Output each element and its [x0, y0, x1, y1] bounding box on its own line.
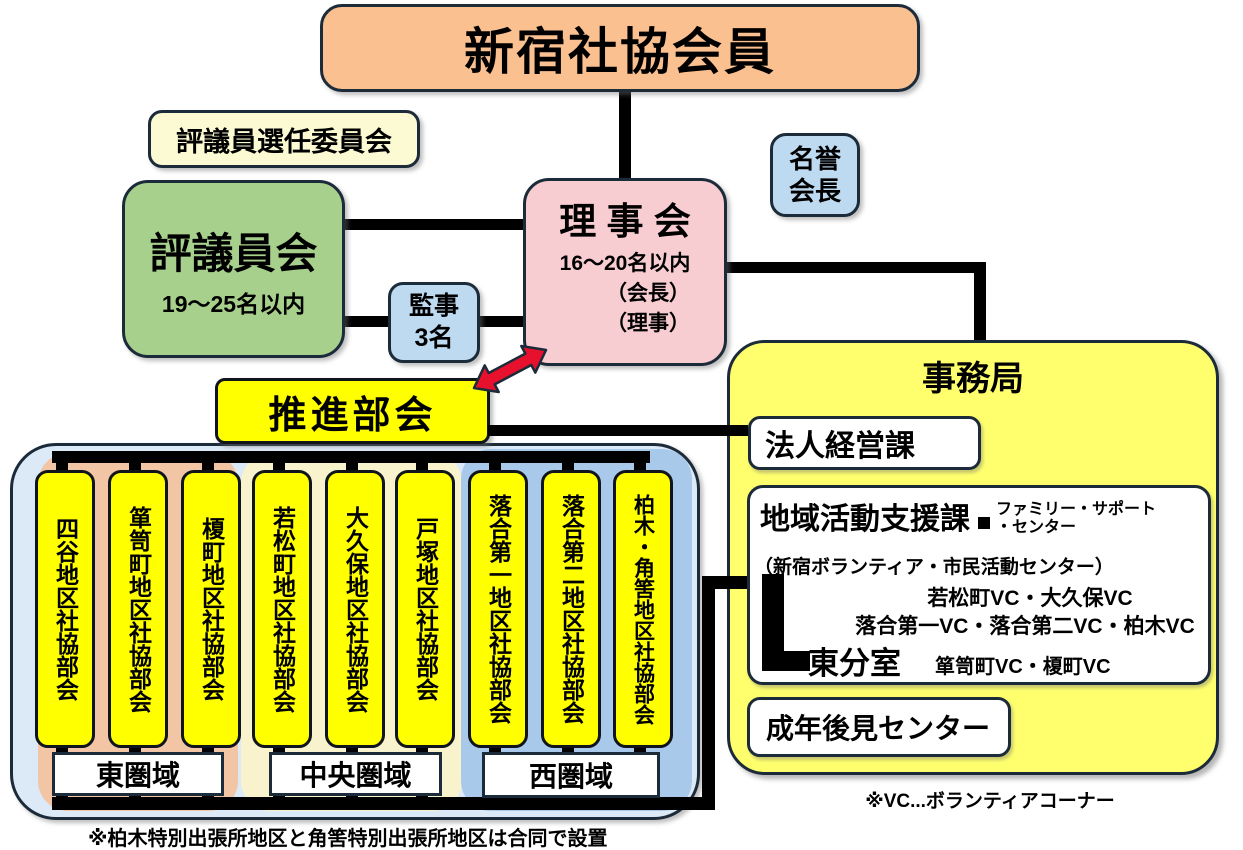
branch-connector-vertical: [762, 574, 784, 671]
district-box-totsuka: 戸塚地区社協部会: [395, 470, 455, 748]
corporate-dept-label: 法人経営課: [765, 430, 915, 463]
vc-note: ※VC...ボランティアコーナー: [865, 791, 1115, 812]
connector-promotion-corporate: [488, 425, 748, 436]
secretariat-box: 事務局 法人経営課 地域活動支援課 ファミリー・サポート ・センター （新宿ボラ…: [727, 340, 1219, 775]
family-support-line2: ・センター: [996, 519, 1077, 536]
stub-top-9: [634, 455, 646, 473]
zone-label-west-text: 西圏域: [528, 761, 613, 792]
zone-label-central-text: 中央圏域: [299, 760, 412, 791]
vc-row-1: 若松町VC・大久保VC: [927, 587, 1133, 610]
secretariat-title: 事務局: [922, 360, 1024, 398]
stub-top-4: [273, 455, 285, 473]
east-branch-label: 東分室: [808, 646, 901, 681]
promotion-box: 推進部会: [215, 378, 490, 444]
district-box-kashiwagi-tsunohazu-label: 柏木・角筈地区社協部会: [631, 493, 655, 725]
stub-top-6: [416, 455, 428, 473]
district-box-enokicho: 榎町地区社協部会: [181, 470, 241, 748]
district-box-okubo: 大久保地区社協部会: [325, 470, 385, 748]
district-bottom-bus: [52, 797, 715, 810]
district-box-tansumachi-label: 箪笥町地区社協部会: [125, 505, 152, 713]
vc-row-2: 落合第一VC・落合第二VC・柏木VC: [855, 615, 1195, 638]
connector-district-community-h: [702, 576, 747, 589]
auditor-line2: 3名: [414, 323, 454, 352]
zone-label-west: 西圏域: [482, 752, 660, 798]
connector-district-community-v: [702, 576, 715, 810]
district-box-okubo-label: 大久保地区社協部会: [342, 505, 369, 713]
stub-top-2: [129, 455, 141, 473]
community-dept-box: 地域活動支援課 ファミリー・サポート ・センター （新宿ボランティア・市民活動セ…: [747, 485, 1211, 685]
branch-connector-horizontal: [762, 651, 810, 671]
auditor-box: 監事 3名: [388, 282, 480, 363]
district-box-ochiai-daini: 落合第二地区社協部会: [541, 470, 601, 748]
district-footnote: ※柏木特別出張所地区と角筈特別出張所地区は合同で設置: [88, 828, 608, 850]
guardian-center-label: 成年後見センター: [766, 713, 991, 744]
district-box-wakamatsucho-label: 若松町地区社協部会: [269, 505, 296, 713]
board-title: 理 事 会: [559, 201, 691, 242]
board-capacity: 16〜20名以内: [559, 252, 691, 275]
district-box-ochiai-daiichi: 落合第一地区社協部会: [468, 470, 528, 748]
committee-box-label: 評議員選任委員会: [176, 126, 392, 157]
square-connector-icon: [978, 517, 990, 529]
honorary-chair-box: 名誉 会長: [770, 133, 860, 217]
promotion-box-label: 推進部会: [268, 394, 437, 437]
district-box-yotsuya: 四谷地区社協部会: [35, 470, 95, 748]
district-box-wakamatsucho: 若松町地区社協部会: [252, 470, 312, 748]
zone-label-east-text: 東圏域: [95, 760, 180, 791]
community-dept-title: 地域活動支援課: [760, 503, 970, 536]
connector-council-board-upper: [344, 219, 525, 230]
community-dept-subtitle: （新宿ボランティア・市民活動センター）: [754, 557, 1114, 578]
honorary-chair-line1: 名誉: [788, 143, 841, 174]
zone-label-east: 東圏域: [52, 752, 224, 796]
council-capacity: 19〜25名以内: [161, 290, 306, 317]
member-box-label: 新宿社協会員: [464, 24, 776, 80]
double-arrow-icon: [472, 344, 548, 394]
stub-top-7: [489, 455, 501, 473]
member-box: 新宿社協会員: [320, 4, 920, 92]
district-box-ochiai-daiichi-label: 落合第一地区社協部会: [485, 494, 512, 724]
committee-box: 評議員選任委員会: [148, 110, 420, 168]
zone-label-central: 中央圏域: [269, 752, 442, 796]
stub-top-3: [202, 455, 214, 473]
guardian-center-box: 成年後見センター: [747, 697, 1011, 757]
family-support-label: ファミリー・サポート ・センター: [996, 501, 1156, 538]
stub-top-5: [346, 455, 358, 473]
board-role-chair: （会長）: [606, 282, 690, 305]
community-dept-header: 地域活動支援課 ファミリー・サポート ・センター: [760, 494, 1156, 538]
corporate-dept-box: 法人経営課: [748, 416, 981, 470]
stub-top-8: [562, 455, 574, 473]
auditor-line1: 監事: [408, 292, 459, 321]
council-title: 評議員会: [149, 229, 318, 277]
stub-top-1: [56, 455, 68, 473]
district-box-totsuka-label: 戸塚地区社協部会: [412, 517, 439, 701]
district-box-yotsuya-label: 四谷地区社協部会: [52, 517, 79, 701]
east-branch-vc: 箪笥町VC・榎町VC: [935, 656, 1111, 678]
family-support-line1: ファミリー・サポート: [996, 500, 1157, 518]
council-box: 評議員会 19〜25名以内: [122, 180, 345, 358]
connector-board-secretariat-v: [974, 262, 986, 342]
district-box-ochiai-daini-label: 落合第二地区社協部会: [558, 494, 585, 724]
board-box: 理 事 会 16〜20名以内 （会長） （理事）: [523, 178, 727, 366]
connector-board-secretariat-h: [726, 262, 986, 273]
board-role-director: （理事）: [606, 312, 690, 335]
district-box-kashiwagi-tsunohazu: 柏木・角筈地区社協部会: [613, 470, 673, 748]
honorary-chair-line2: 会長: [788, 176, 841, 206]
district-box-enokicho-label: 榎町地区社協部会: [198, 517, 225, 701]
connector-member-board: [619, 90, 631, 182]
district-box-tansumachi: 箪笥町地区社協部会: [108, 470, 168, 748]
